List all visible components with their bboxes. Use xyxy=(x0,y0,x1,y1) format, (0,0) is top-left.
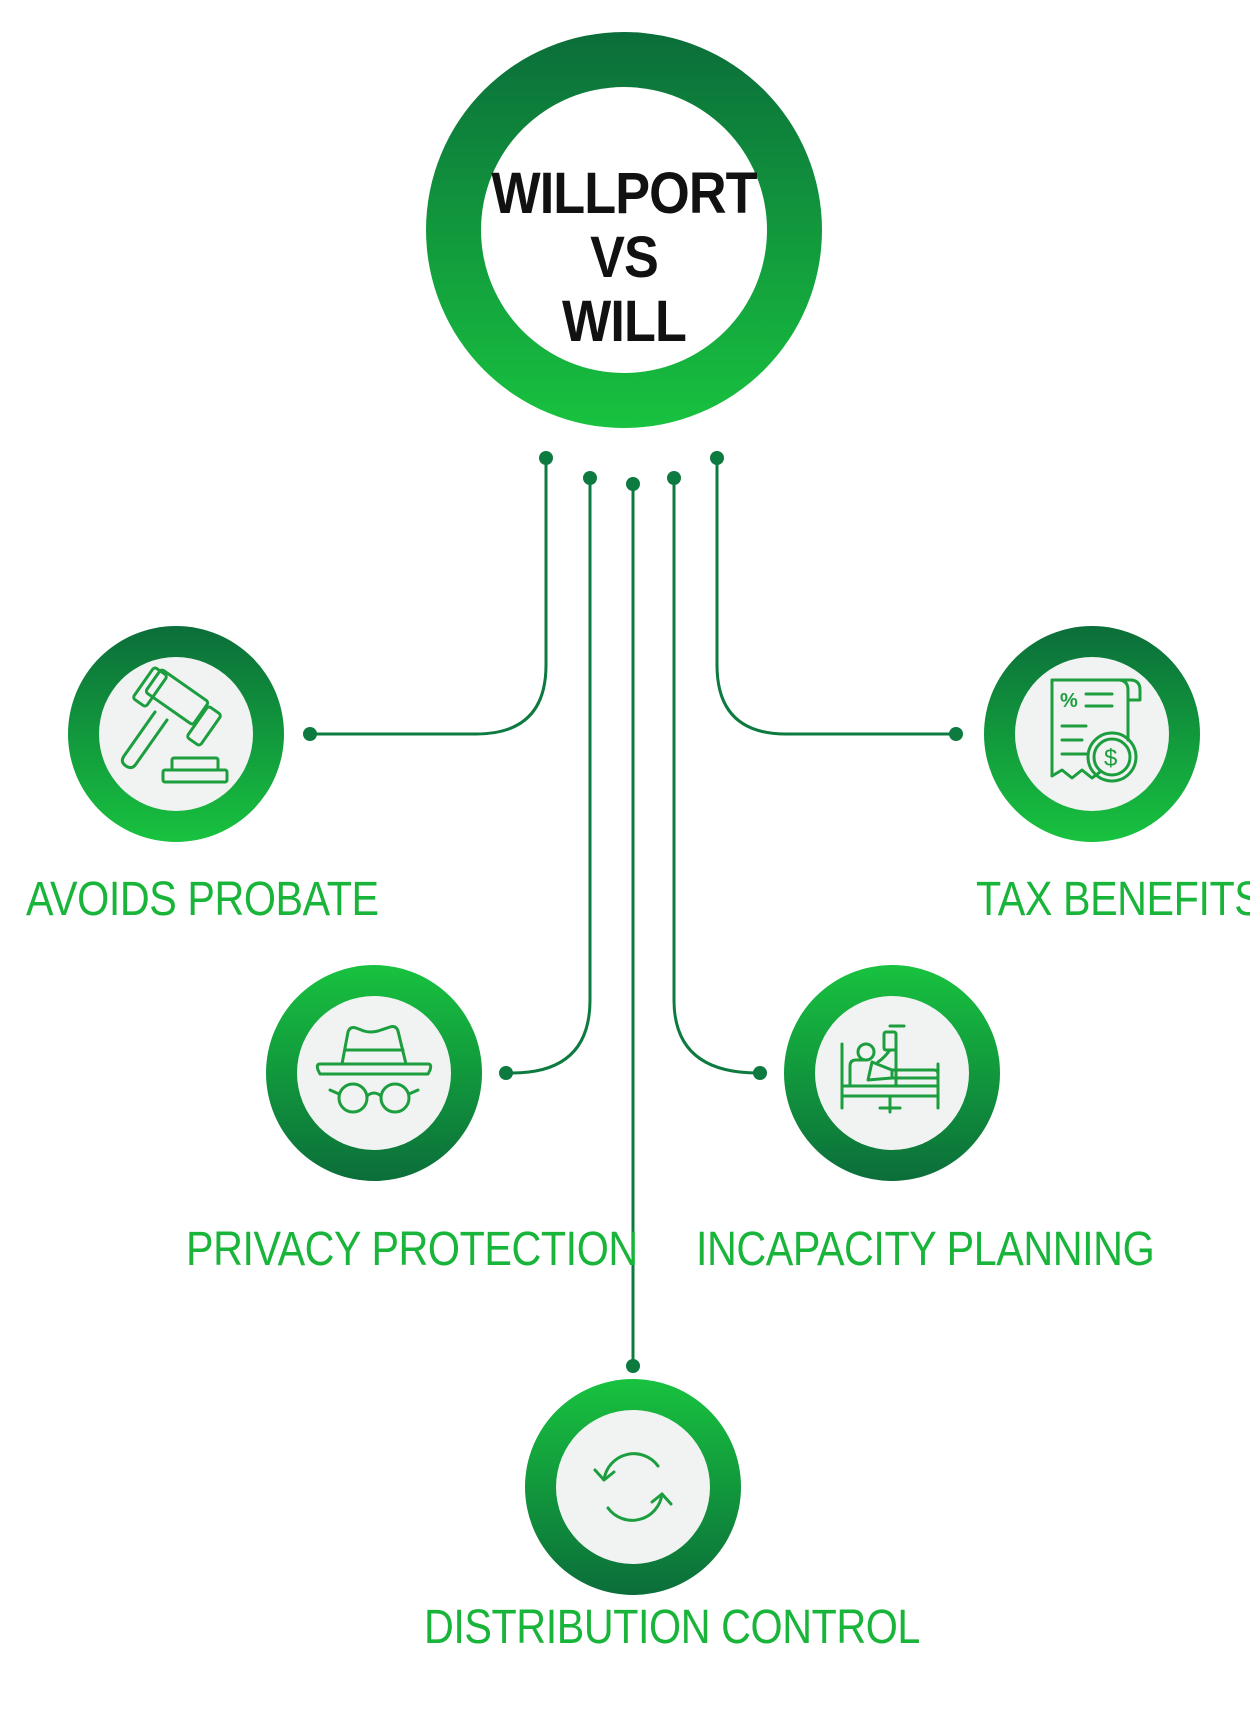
connector-dots xyxy=(303,451,963,1373)
connector-dot xyxy=(583,471,597,485)
node-avoids-probate xyxy=(68,626,284,842)
title-line: WILLPORT xyxy=(491,161,757,226)
label-tax-benefits: TAX BENEFITS xyxy=(976,873,1250,926)
gavel-icon xyxy=(120,666,229,784)
hospital-bed-icon xyxy=(840,1024,940,1114)
label-distribution-control: DISTRIBUTION CONTROL xyxy=(424,1601,920,1654)
center-node xyxy=(426,32,822,428)
connector-dot xyxy=(539,451,553,465)
connector-dot xyxy=(626,477,640,491)
node-tax-benefits: % $ xyxy=(984,626,1200,842)
node-inner xyxy=(556,1410,710,1564)
connector-dot xyxy=(667,471,681,485)
label-avoids-probate: AVOIDS PROBATE xyxy=(26,873,379,926)
node-incapacity-planning xyxy=(784,965,1000,1181)
spy-hat-glasses-icon xyxy=(315,1025,433,1114)
connector-dot xyxy=(753,1066,767,1080)
svg-text:%: % xyxy=(1060,690,1078,712)
node-privacy-protection xyxy=(266,965,482,1181)
connector-dot xyxy=(303,727,317,741)
node-distribution-control xyxy=(525,1379,741,1595)
connector-dot xyxy=(949,727,963,741)
connector-dot xyxy=(499,1066,513,1080)
center-title: WILLPORT VS WILL xyxy=(491,148,757,368)
refresh-arrows-icon xyxy=(593,1452,673,1522)
connector-dot xyxy=(626,1359,640,1373)
connector-dot xyxy=(710,451,724,465)
connector-privacy-protection xyxy=(511,478,592,1075)
connector-avoids-probate xyxy=(310,458,548,736)
node-inner xyxy=(99,657,253,811)
connector-lines xyxy=(310,458,956,1366)
connector-incapacity-planning xyxy=(672,478,759,1075)
title-line: WILL xyxy=(562,289,687,354)
tax-receipt-icon: % $ xyxy=(1050,678,1142,783)
svg-text:$: $ xyxy=(1104,745,1117,772)
connector-tax-benefits xyxy=(715,458,956,736)
title-line: VS xyxy=(590,225,659,290)
center-inner xyxy=(481,87,767,373)
label-privacy-protection: PRIVACY PROTECTION xyxy=(186,1223,638,1276)
label-incapacity-planning: INCAPACITY PLANNING xyxy=(696,1223,1155,1276)
